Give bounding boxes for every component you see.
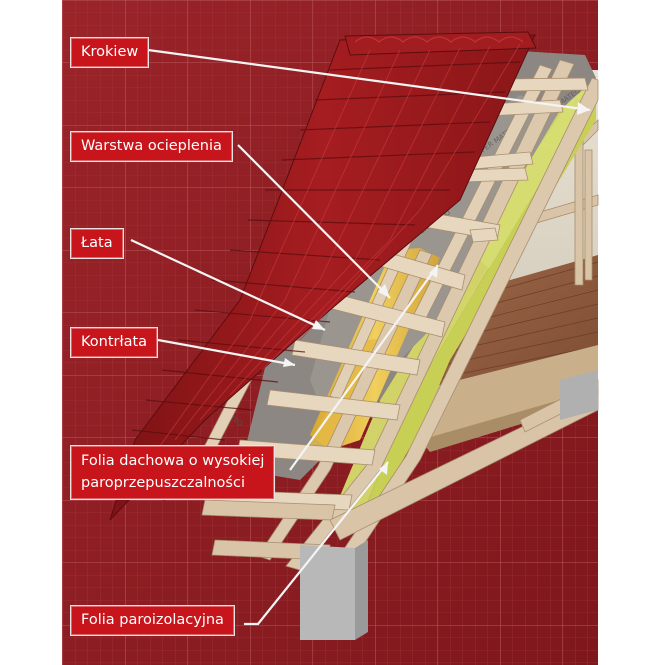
wall <box>300 370 598 640</box>
leader-insulation <box>237 144 391 299</box>
label-vapor-barrier-text: Folia paroizolacyjna <box>81 612 224 628</box>
label-batten: Łata <box>70 228 124 259</box>
label-rafter: Krokiew <box>70 37 150 68</box>
roof-tiles <box>109 31 537 521</box>
leader-roof-membrane <box>289 264 439 471</box>
label-insulation: Warstwa ocieplenia <box>70 131 233 162</box>
leader-batten <box>130 239 326 331</box>
label-roof-membrane-line2: paroprzepuszczalności <box>81 475 245 491</box>
label-vapor-barrier: Folia paroizolacyjna <box>70 605 235 636</box>
label-roof-membrane-line1: Folia dachowa o wysokiej <box>81 453 265 469</box>
leader-arrowheads <box>283 102 590 475</box>
leader-rafter <box>147 48 591 112</box>
label-rafter-text: Krokiew <box>81 44 139 60</box>
leader-lines <box>130 48 591 626</box>
label-counter-batten-text: Kontrłata <box>81 334 148 350</box>
label-batten-text: Łata <box>81 235 113 251</box>
leader-counter-batten <box>157 338 296 367</box>
label-insulation-text: Warstwa ocieplenia <box>81 138 222 154</box>
leader-vapor-barrier <box>244 461 389 626</box>
label-roof-membrane: Folia dachowa o wysokiej paroprzepuszcza… <box>70 445 276 500</box>
label-counter-batten: Kontrłata <box>70 327 159 358</box>
